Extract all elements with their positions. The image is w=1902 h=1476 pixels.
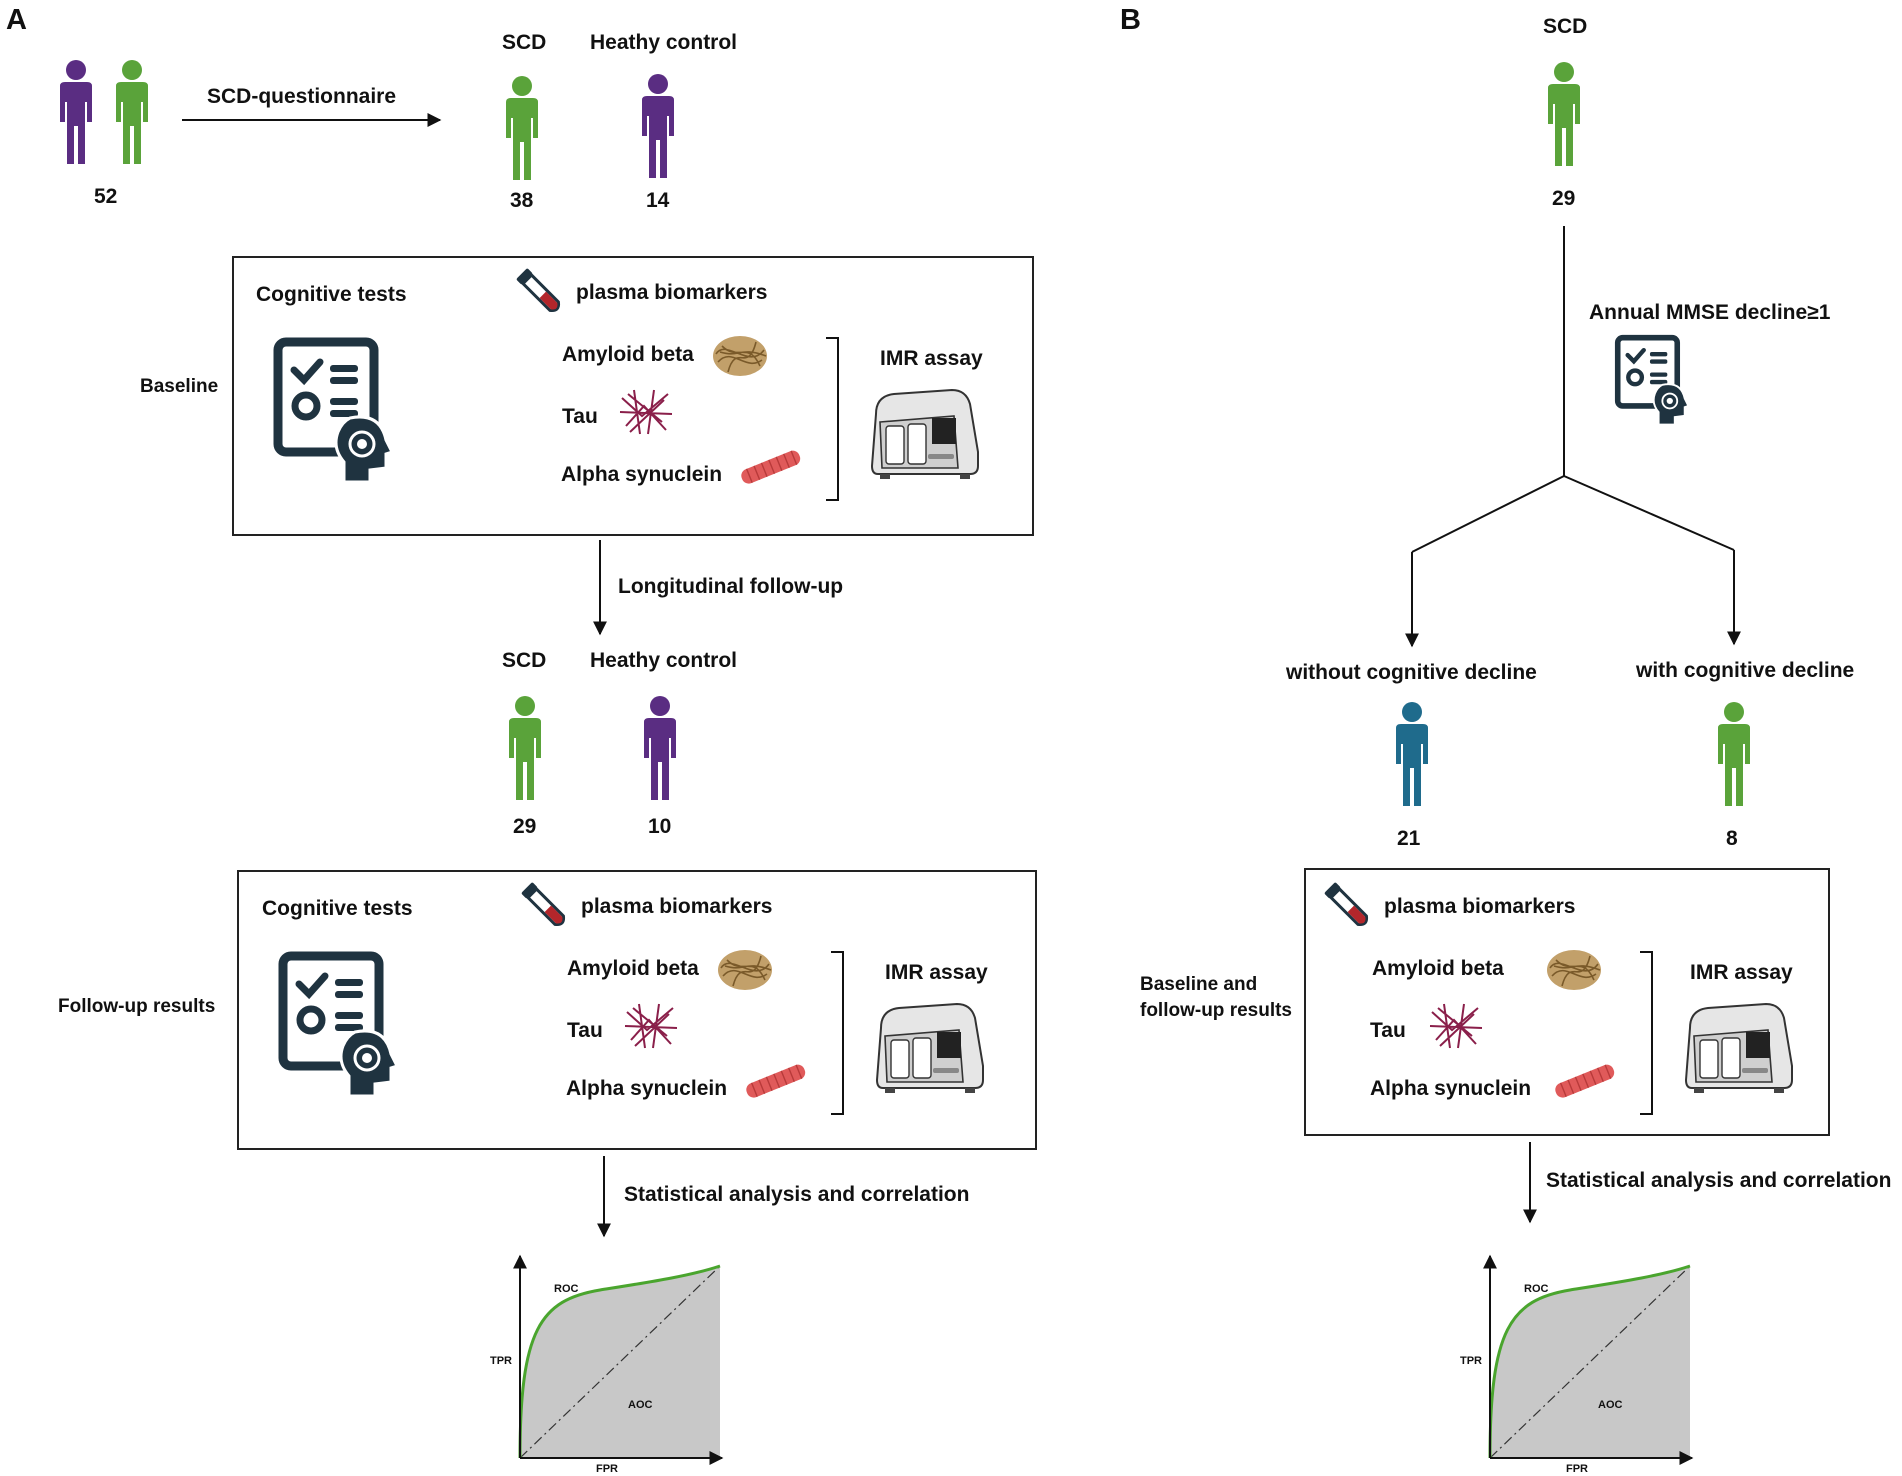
imr-assay-label: IMR assay <box>1690 961 1793 984</box>
tau-label: Tau <box>567 1019 603 1042</box>
person-icon <box>1718 702 1750 806</box>
branch-line <box>1411 475 1565 553</box>
plasma-biomarkers-label: plasma biomarkers <box>576 281 768 304</box>
amyloid-beta-label: Amyloid beta <box>1372 957 1504 980</box>
amyloid-beta-label: Amyloid beta <box>567 957 699 980</box>
tpr-label: TPR <box>1460 1355 1482 1367</box>
person-icon <box>1548 62 1580 166</box>
panel-label-b: B <box>1120 4 1141 36</box>
fu-control-count: 10 <box>648 815 672 838</box>
stats-label: Statistical analysis and correlation <box>1546 1169 1892 1192</box>
cognitive-tests-label: Cognitive tests <box>262 897 413 920</box>
plasma-biomarkers-label: plasma biomarkers <box>1384 895 1576 918</box>
person-icon <box>642 74 674 178</box>
control-label: Heathy control <box>590 31 738 54</box>
fu-scd-count: 29 <box>513 815 537 838</box>
baseline-label: Baseline <box>140 376 219 397</box>
with-decline-count: 8 <box>1726 827 1738 850</box>
total-count: 52 <box>94 185 118 208</box>
fu-scd-label: SCD <box>502 649 547 672</box>
branch-line <box>1563 475 1735 551</box>
fpr-label: FPR <box>1566 1463 1588 1475</box>
alpha-synuclein-label: Alpha synuclein <box>566 1077 728 1100</box>
bracket <box>826 337 839 501</box>
b-scd-count: 29 <box>1552 187 1576 210</box>
aoc-label: AOC <box>1598 1399 1623 1411</box>
control-count: 14 <box>646 189 670 212</box>
fu-control-label: Heathy control <box>590 649 738 672</box>
person-icon <box>644 696 676 800</box>
alpha-synuclein-label: Alpha synuclein <box>1370 1077 1532 1100</box>
results-box <box>1304 868 1830 1136</box>
tpr-label: TPR <box>490 1355 512 1367</box>
bracket <box>1640 951 1653 1115</box>
person-icon <box>509 696 541 800</box>
bracket <box>831 951 844 1115</box>
followup-arrow-label: Longitudinal follow-up <box>618 575 844 598</box>
baseline-box <box>232 256 1034 536</box>
panel-label-a: A <box>6 4 27 36</box>
stats-label: Statistical analysis and correlation <box>624 1183 970 1206</box>
cognitive-tests-label: Cognitive tests <box>256 283 407 306</box>
person-icon <box>1396 702 1428 806</box>
roc-plot <box>1483 1254 1694 1465</box>
fpr-label: FPR <box>596 1463 618 1475</box>
with-decline-label: with cognitive decline <box>1636 659 1855 682</box>
followup-results-label: Follow-up results <box>58 996 216 1017</box>
b-scd-label: SCD <box>1543 15 1588 38</box>
scd-count: 38 <box>510 189 534 212</box>
scd-label: SCD <box>502 31 547 54</box>
without-decline-count: 21 <box>1397 827 1421 850</box>
alpha-synuclein-label: Alpha synuclein <box>561 463 723 486</box>
baseline-followup-label-2: follow-up results <box>1140 1000 1292 1021</box>
without-decline-label: without cognitive decline <box>1286 661 1537 684</box>
plasma-biomarkers-label: plasma biomarkers <box>581 895 773 918</box>
amyloid-beta-label: Amyloid beta <box>562 343 694 366</box>
tau-label: Tau <box>1370 1019 1406 1042</box>
roc-label: ROC <box>1524 1283 1549 1295</box>
person-icon <box>60 60 92 164</box>
questionnaire-label: SCD-questionnaire <box>207 85 397 108</box>
imr-assay-label: IMR assay <box>880 347 983 370</box>
person-icon <box>116 60 148 164</box>
checklist-head-icon <box>1618 338 1689 425</box>
roc-label: ROC <box>554 1283 579 1295</box>
mmse-criterion-label: Annual MMSE decline≥1 <box>1589 301 1831 324</box>
followup-box <box>237 870 1037 1150</box>
person-icon <box>506 76 538 180</box>
aoc-label: AOC <box>628 1399 653 1411</box>
roc-plot <box>513 1254 724 1465</box>
imr-assay-label: IMR assay <box>885 961 988 984</box>
tau-label: Tau <box>562 405 598 428</box>
baseline-followup-label-1: Baseline and <box>1140 974 1258 995</box>
